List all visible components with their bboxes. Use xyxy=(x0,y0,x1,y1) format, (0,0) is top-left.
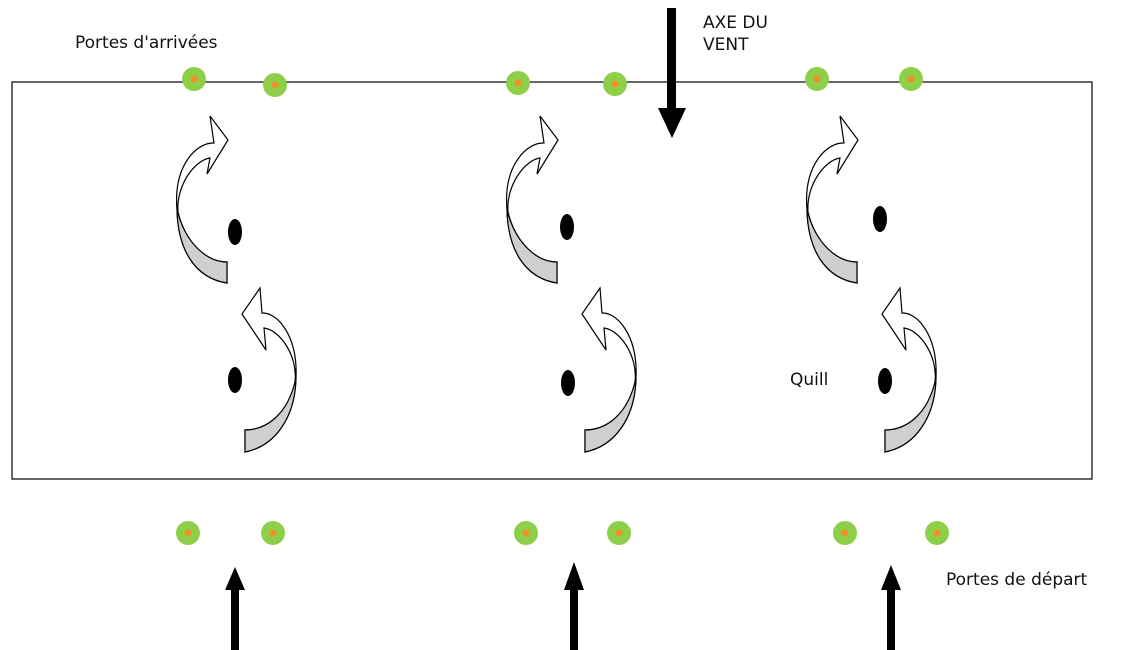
arrival-gate xyxy=(263,73,287,97)
turn-arrow-lower xyxy=(881,287,937,453)
turn-arrow-upper xyxy=(805,115,859,284)
departure-gate xyxy=(925,521,949,545)
course-boundary xyxy=(11,81,1093,480)
arrival-gate xyxy=(899,67,923,91)
departure-gate xyxy=(176,521,200,545)
turn-arrow-lower xyxy=(581,287,637,453)
pin-marker xyxy=(561,370,575,396)
departure-gate xyxy=(607,521,631,545)
turn-arrow-lower xyxy=(241,287,297,453)
wind-axis-label-line2: VENT xyxy=(703,35,749,55)
pin-marker xyxy=(560,214,574,240)
arrival-gate xyxy=(182,67,206,91)
pin-marker xyxy=(873,206,887,232)
arrival-gate xyxy=(506,71,530,95)
arrival-gate xyxy=(805,67,829,91)
pin-marker xyxy=(228,367,242,393)
start-arrow xyxy=(564,562,584,650)
wind-axis-label-line1: AXE DU xyxy=(703,13,768,33)
wind-axis-label: AXE DU VENT xyxy=(703,12,768,56)
wind-arrow xyxy=(658,8,686,138)
departure-gates-label: Portes de départ xyxy=(946,570,1088,590)
departure-gate xyxy=(261,521,285,545)
pin-label: Quill xyxy=(790,370,829,390)
pin-marker xyxy=(228,219,242,245)
start-arrow xyxy=(225,567,245,650)
turn-arrow-upper xyxy=(505,115,559,284)
arrival-gates-label: Portes d'arrivées xyxy=(75,33,218,53)
departure-gate xyxy=(833,521,857,545)
arrival-gate xyxy=(603,72,627,96)
pin-marker xyxy=(878,368,892,394)
start-arrow xyxy=(881,565,901,650)
turn-arrow-upper xyxy=(175,115,229,284)
departure-gate xyxy=(514,521,538,545)
